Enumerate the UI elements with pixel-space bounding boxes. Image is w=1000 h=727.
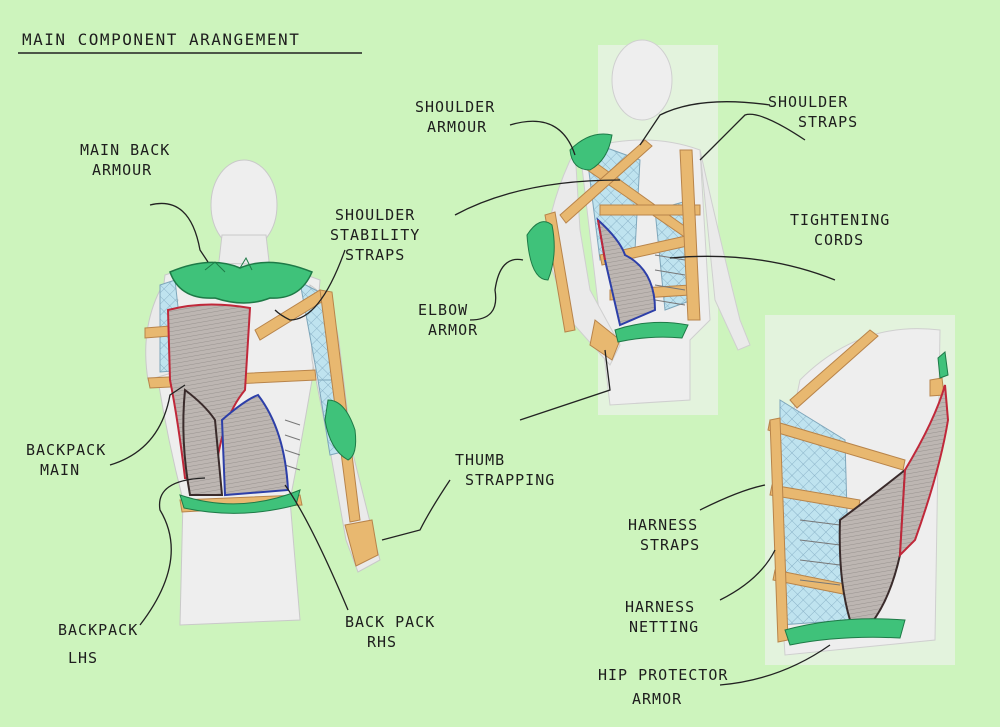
leader-backpack-rhs bbox=[284, 484, 349, 611]
leader-elbow-armor bbox=[469, 258, 524, 321]
front-backpack-shape bbox=[596, 217, 657, 327]
leader-harness-netting bbox=[719, 549, 776, 601]
leader-shoulder-straps-2 bbox=[699, 113, 806, 161]
leader-shoulder-armour bbox=[509, 120, 576, 156]
backpack-rhs-shape bbox=[220, 393, 290, 497]
figure-back-view bbox=[144, 159, 381, 626]
back-arm-armour bbox=[324, 399, 357, 461]
label-hip-protector-armor: HIP PROTECTOR ARMOR bbox=[598, 666, 729, 708]
leader-hip-protector bbox=[719, 644, 831, 686]
label-backpack-rhs: BACK PACK RHS bbox=[345, 613, 436, 651]
hip-protector-armor-shape bbox=[784, 618, 906, 646]
figure-side-view bbox=[765, 315, 955, 665]
side-backpack-shape bbox=[838, 467, 907, 627]
leader-shoulder-stability bbox=[274, 249, 346, 321]
shoulder-armour-shape bbox=[569, 133, 613, 171]
label-shoulder-armour: SHOULDER ARMOUR bbox=[415, 98, 496, 136]
label-harness-straps: HARNESS STRAPS bbox=[628, 516, 701, 554]
leader-backpack-main bbox=[109, 384, 186, 466]
label-shoulder-stability-straps: SHOULDER STABILITY STRAPS bbox=[330, 206, 421, 264]
leader-thumb-strapping bbox=[519, 349, 611, 421]
label-backpack-lhs: BACKPACK LHS bbox=[58, 621, 139, 667]
backpack-lhs-shape bbox=[182, 388, 224, 496]
leader-main-back-armour bbox=[149, 202, 209, 263]
label-thumb-strapping: THUMB STRAPPING bbox=[455, 451, 556, 489]
label-shoulder-straps: SHOULDER STRAPS bbox=[768, 93, 859, 131]
label-elbow-armor: ELBOW ARMOR bbox=[418, 301, 479, 339]
main-back-armour-shape bbox=[169, 261, 313, 304]
side-backpack-red bbox=[898, 384, 950, 558]
label-main-back-armour: MAIN BACK ARMOUR bbox=[80, 141, 171, 179]
back-hip-armour bbox=[179, 489, 301, 514]
figure-front-head bbox=[611, 39, 673, 121]
front-hip-armour bbox=[614, 321, 689, 343]
label-tightening-cords: TIGHTENING CORDS bbox=[790, 211, 891, 249]
leader-backpack-lhs bbox=[139, 477, 206, 626]
label-harness-netting: HARNESS NETTING bbox=[625, 598, 700, 636]
label-backpack-main: BACKPACK MAIN bbox=[26, 441, 107, 479]
leader-shoulder-straps-1 bbox=[639, 101, 771, 146]
leader-harness-straps bbox=[699, 484, 766, 511]
leader-tightening-cords bbox=[669, 255, 836, 281]
leader-thumb-lower bbox=[381, 479, 451, 541]
back-strap-thumb bbox=[344, 519, 379, 567]
figure-front-view bbox=[526, 39, 751, 415]
leader-shoulder-stability-2 bbox=[454, 179, 621, 216]
elbow-armor-shape bbox=[526, 221, 555, 281]
back-strap-3 bbox=[144, 325, 171, 339]
figure-front-right-arm bbox=[699, 149, 751, 351]
diagram-title: MAIN COMPONENT ARANGEMENT bbox=[22, 30, 301, 49]
leader-lines bbox=[109, 101, 836, 686]
